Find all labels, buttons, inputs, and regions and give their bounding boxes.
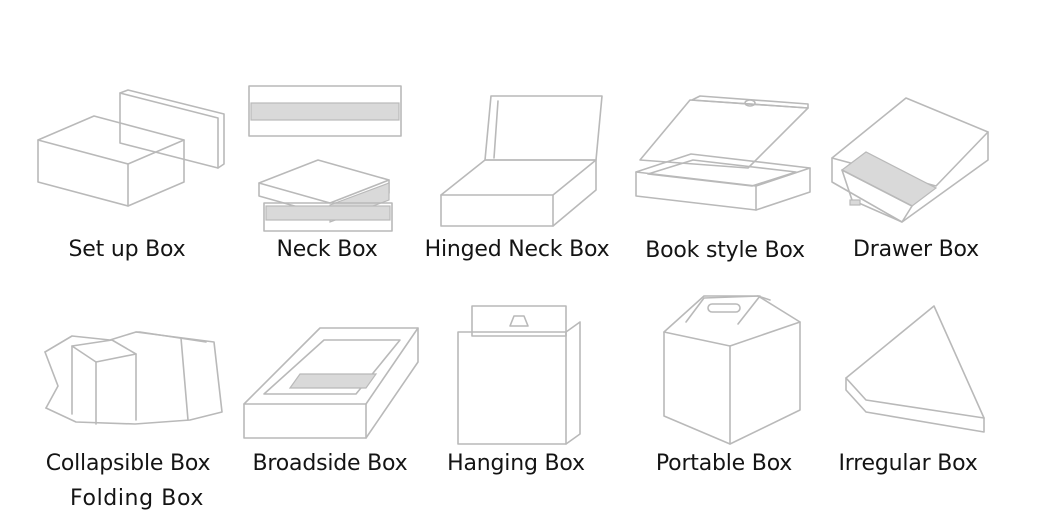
book-style-box-illustration — [635, 95, 811, 211]
neck-box-label: Neck Box — [276, 237, 378, 262]
irregular-box-illustration — [845, 305, 985, 433]
broadside-box-illustration — [243, 327, 419, 439]
hanging-box-label: Hanging Box — [447, 451, 585, 476]
collapsible-box-label: Collapsible Box — [45, 451, 211, 476]
drawer-box-label: Drawer Box — [853, 237, 979, 262]
collapsible-box-illustration — [44, 331, 223, 425]
portable-box-label: Portable Box — [655, 451, 793, 476]
setup-box-label: Set up Box — [68, 237, 186, 262]
portable-box-illustration — [663, 295, 801, 445]
neck-box-illustration — [248, 85, 402, 232]
irregular-box-label: Irregular Box — [838, 451, 978, 476]
book-style-box-label: Book style Box — [645, 238, 805, 263]
hinged-neck-box-label: Hinged Neck Box — [424, 237, 610, 262]
setup-box-illustration — [37, 89, 225, 207]
drawer-box-illustration — [831, 97, 989, 223]
broadside-box-label: Broadside Box — [252, 451, 408, 476]
hanging-box-illustration — [457, 305, 581, 445]
hinged-neck-box-illustration — [440, 95, 603, 227]
folding-box-label: Folding Box — [70, 486, 204, 511]
